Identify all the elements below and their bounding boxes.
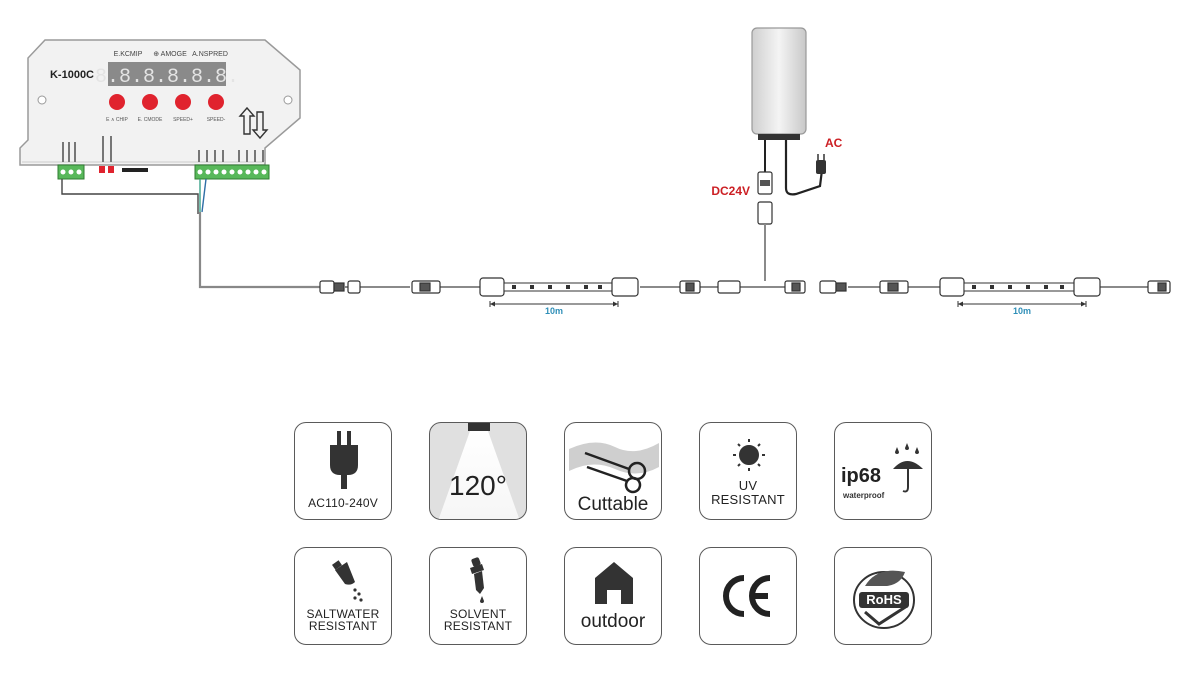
feature-label-line: RESISTANT <box>711 492 785 507</box>
feature-tile-rohs: RoHS <box>834 547 932 645</box>
feature-sublabel: waterproof <box>843 491 885 500</box>
cable-connector <box>319 280 1171 294</box>
sd-card-slot <box>122 168 148 172</box>
power-supply: AC DC24V <box>711 27 843 281</box>
umbrella-icon <box>893 461 923 493</box>
display-digits: 8.8.8.8.8.8. <box>95 66 239 89</box>
house-icon <box>595 562 633 604</box>
status-led <box>108 166 114 173</box>
feature-label-line: SOLVENT <box>449 607 507 621</box>
button-label: SPEED+ <box>173 117 193 123</box>
button-label: SPEED- <box>207 117 226 123</box>
speed-down-button[interactable] <box>208 94 224 110</box>
led-strip: 10m <box>479 277 639 316</box>
ac-label: AC <box>825 136 843 150</box>
led-strip: 10m <box>939 277 1101 316</box>
status-led <box>99 166 105 173</box>
button-label: E. CMODE <box>138 117 163 123</box>
controller-wires <box>61 178 320 289</box>
light-beam-icon <box>438 431 520 519</box>
rain-drop-icon <box>895 443 919 454</box>
mode-button[interactable] <box>142 94 158 110</box>
seven-segment-display <box>108 62 226 86</box>
feature-label: RoHS <box>866 592 902 607</box>
controller: K-1000C E.KCMIP ⊕ AMOGE A.NSPRED 8.8.8.8… <box>19 39 301 180</box>
feature-label: Cuttable <box>577 494 649 515</box>
feature-tile-cuttable: Cuttable <box>564 422 662 520</box>
feature-label-line: SALTWATER <box>306 607 380 621</box>
feature-tile-ce: CE <box>699 547 797 645</box>
feature-label: SOLVENT RESISTANT <box>430 608 526 632</box>
feature-tile-solvent-resistant: SOLVENT RESISTANT <box>429 547 527 645</box>
feature-label: AC110-240V <box>308 496 378 510</box>
dropper-icon <box>470 557 484 603</box>
controller-top-label: E.KCMIP <box>114 51 143 58</box>
feature-label-line: RESISTANT <box>443 619 513 633</box>
feature-label: outdoor <box>580 611 646 632</box>
strip-length-label: 10m <box>545 306 563 316</box>
feature-tile-saltwater-resistant: SALTWATER RESISTANT <box>294 547 392 645</box>
output-terminal-block <box>194 164 270 180</box>
feature-label: ip68 <box>841 465 882 487</box>
feature-tile-uv-resistant: UV RESISTANT <box>699 422 797 520</box>
ac-plug-icon <box>816 160 826 174</box>
ce-mark-icon <box>723 575 771 617</box>
dc-label: DC24V <box>711 184 750 198</box>
controller-top-label: A.NSPRED <box>192 51 228 58</box>
plug-icon <box>330 431 358 489</box>
button-label: E ∧ CHIP <box>106 117 128 123</box>
wiring-diagram: K-1000C E.KCMIP ⊕ AMOGE A.NSPRED 8.8.8.8… <box>19 27 1171 316</box>
controller-model: K-1000C <box>50 69 94 81</box>
rohs-logo-icon <box>853 570 915 629</box>
scissors-icon <box>584 451 647 494</box>
strip-length-label: 10m <box>1013 306 1031 316</box>
power-terminal-block <box>57 164 85 180</box>
feature-label: SALTWATER RESISTANT <box>295 608 391 632</box>
feature-label-line: RESISTANT <box>308 619 378 633</box>
controller-top-label: ⊕ AMOGE <box>153 51 187 58</box>
feature-tile-ac-voltage: AC110-240V <box>294 422 392 520</box>
feature-label: UV RESISTANT <box>700 479 796 507</box>
feature-tile-outdoor: outdoor <box>564 547 662 645</box>
sun-icon <box>733 439 765 471</box>
feature-tile-beam-angle: 120° <box>429 422 527 520</box>
feature-tile-ip68: ip68 waterproof <box>834 422 932 520</box>
up-down-arrows-icon <box>238 106 269 140</box>
speed-up-button[interactable] <box>175 94 191 110</box>
chip-button[interactable] <box>109 94 125 110</box>
feature-label-line: UV <box>738 478 758 493</box>
feature-label: 120° <box>449 470 507 501</box>
salt-shaker-icon <box>332 560 363 602</box>
